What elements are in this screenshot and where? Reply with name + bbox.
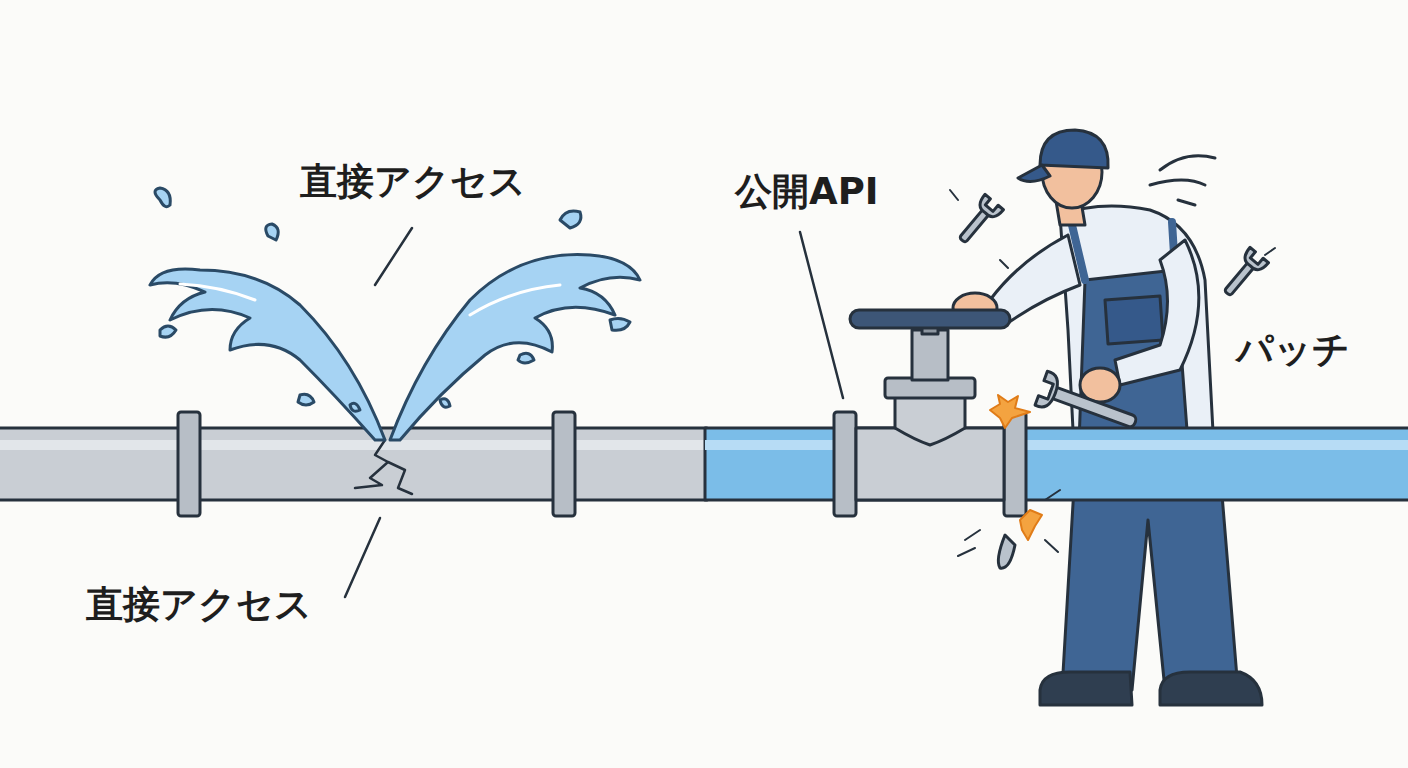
callout-label: 直接アクセス — [300, 162, 526, 203]
callout-label: 直接アクセス — [86, 585, 312, 626]
callout-label: 公開API — [735, 172, 879, 213]
leader-line — [800, 232, 843, 398]
leader-line — [375, 228, 412, 285]
leader-line — [345, 518, 380, 597]
callout-label: パッチ — [1236, 330, 1350, 371]
worker-figure — [953, 130, 1262, 705]
